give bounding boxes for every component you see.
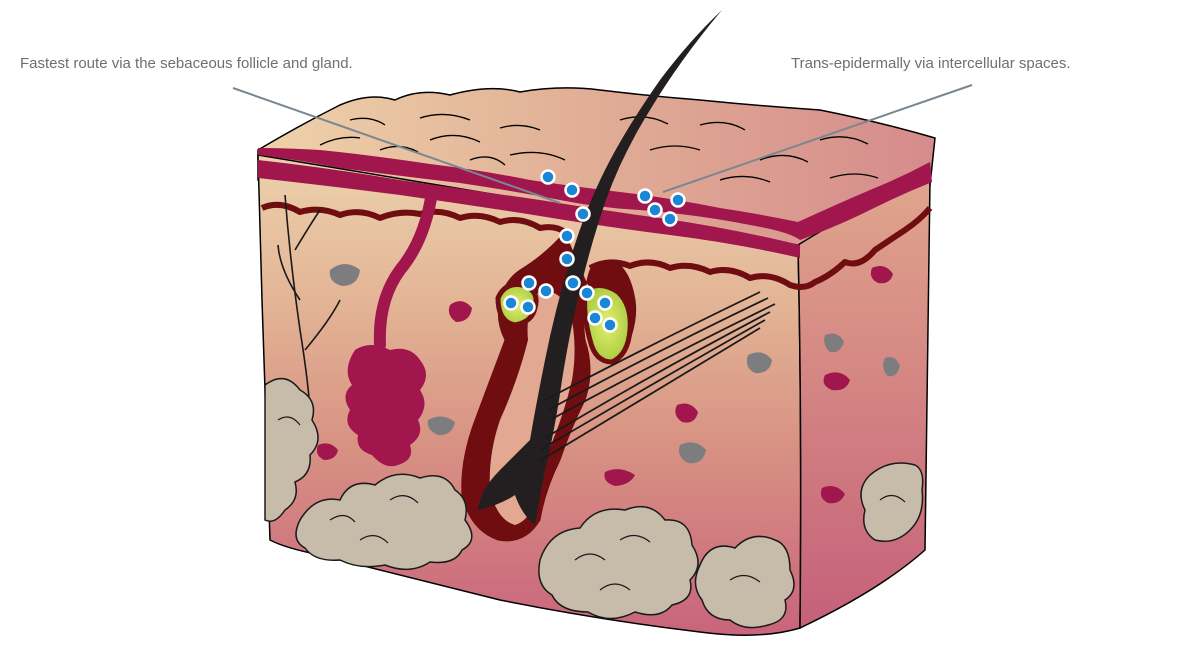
particle: [581, 287, 594, 300]
particle: [540, 285, 553, 298]
particle: [577, 208, 590, 221]
particle: [567, 277, 580, 290]
particle: [599, 297, 612, 310]
particle: [649, 204, 662, 217]
particle: [672, 194, 685, 207]
particle: [505, 297, 518, 310]
particle: [589, 312, 602, 325]
skin-side-face: [798, 180, 930, 628]
particle: [561, 230, 574, 243]
particle: [522, 301, 535, 314]
particle: [542, 171, 555, 184]
particle: [561, 253, 574, 266]
particle: [664, 213, 677, 226]
particle: [604, 319, 617, 332]
particle: [566, 184, 579, 197]
particle: [639, 190, 652, 203]
particle: [523, 277, 536, 290]
